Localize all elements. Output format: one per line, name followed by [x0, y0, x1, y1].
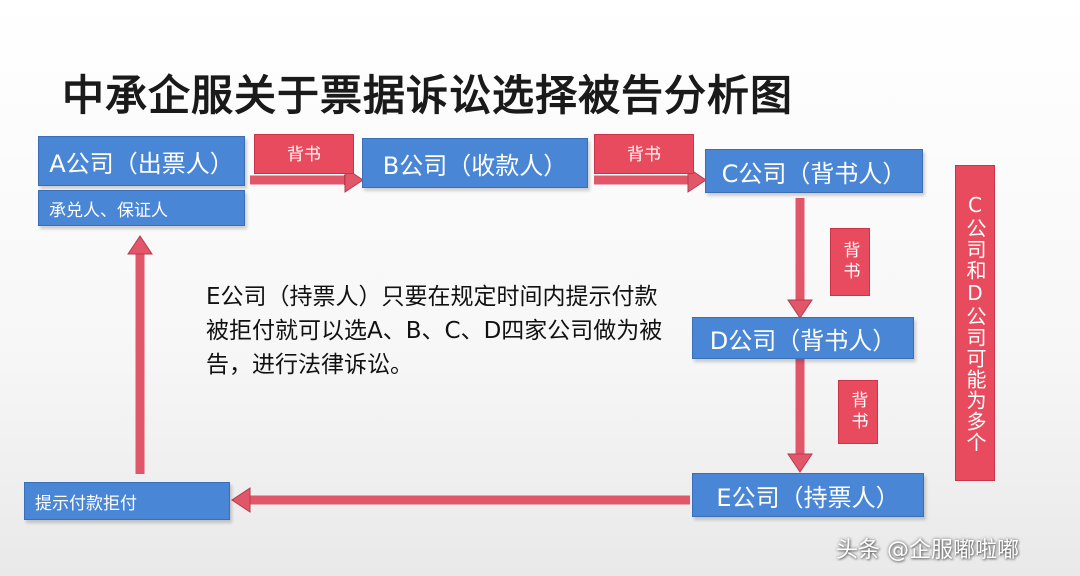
side-note-multiple-endorsers: C公司和D公司可能为多个	[955, 165, 995, 481]
node-d-endorser: D公司（背书人）	[692, 317, 914, 359]
diagram-title: 中承企服关于票据诉讼选择被告分析图	[62, 71, 794, 120]
tag-endorse-d-e: 背书	[838, 380, 878, 444]
node-a-drawer: A公司（出票人）	[38, 136, 245, 186]
arrow-d-to-e-head	[787, 453, 813, 473]
arrow-b-to-c-head	[687, 167, 707, 193]
tag-endorse-b-c: 背书	[594, 134, 694, 174]
tag-endorse-a-b: 背书	[254, 134, 354, 174]
arrow-refuse-to-a-head	[127, 235, 153, 255]
tag-endorse-c-d: 背书	[830, 228, 870, 296]
watermark: 头条 @企服嘟啦嘟	[836, 538, 1019, 563]
node-a-liable-parties: 承兑人、保证人	[38, 190, 245, 226]
arrow-c-to-d-head	[787, 299, 813, 319]
node-b-payee: B公司（收款人）	[362, 138, 588, 188]
node-c-endorser: C公司（背书人）	[705, 149, 923, 193]
arrow-e-to-refuse-head	[231, 487, 251, 513]
explanatory-note: E公司（持票人）只要在规定时间内提示付款被拒付就可以选A、B、C、D四家公司做为…	[206, 284, 663, 378]
arrow-a-to-b-head	[344, 167, 364, 193]
node-payment-refused: 提示付款拒付	[24, 482, 230, 520]
node-e-holder: E公司（持票人）	[692, 473, 924, 517]
